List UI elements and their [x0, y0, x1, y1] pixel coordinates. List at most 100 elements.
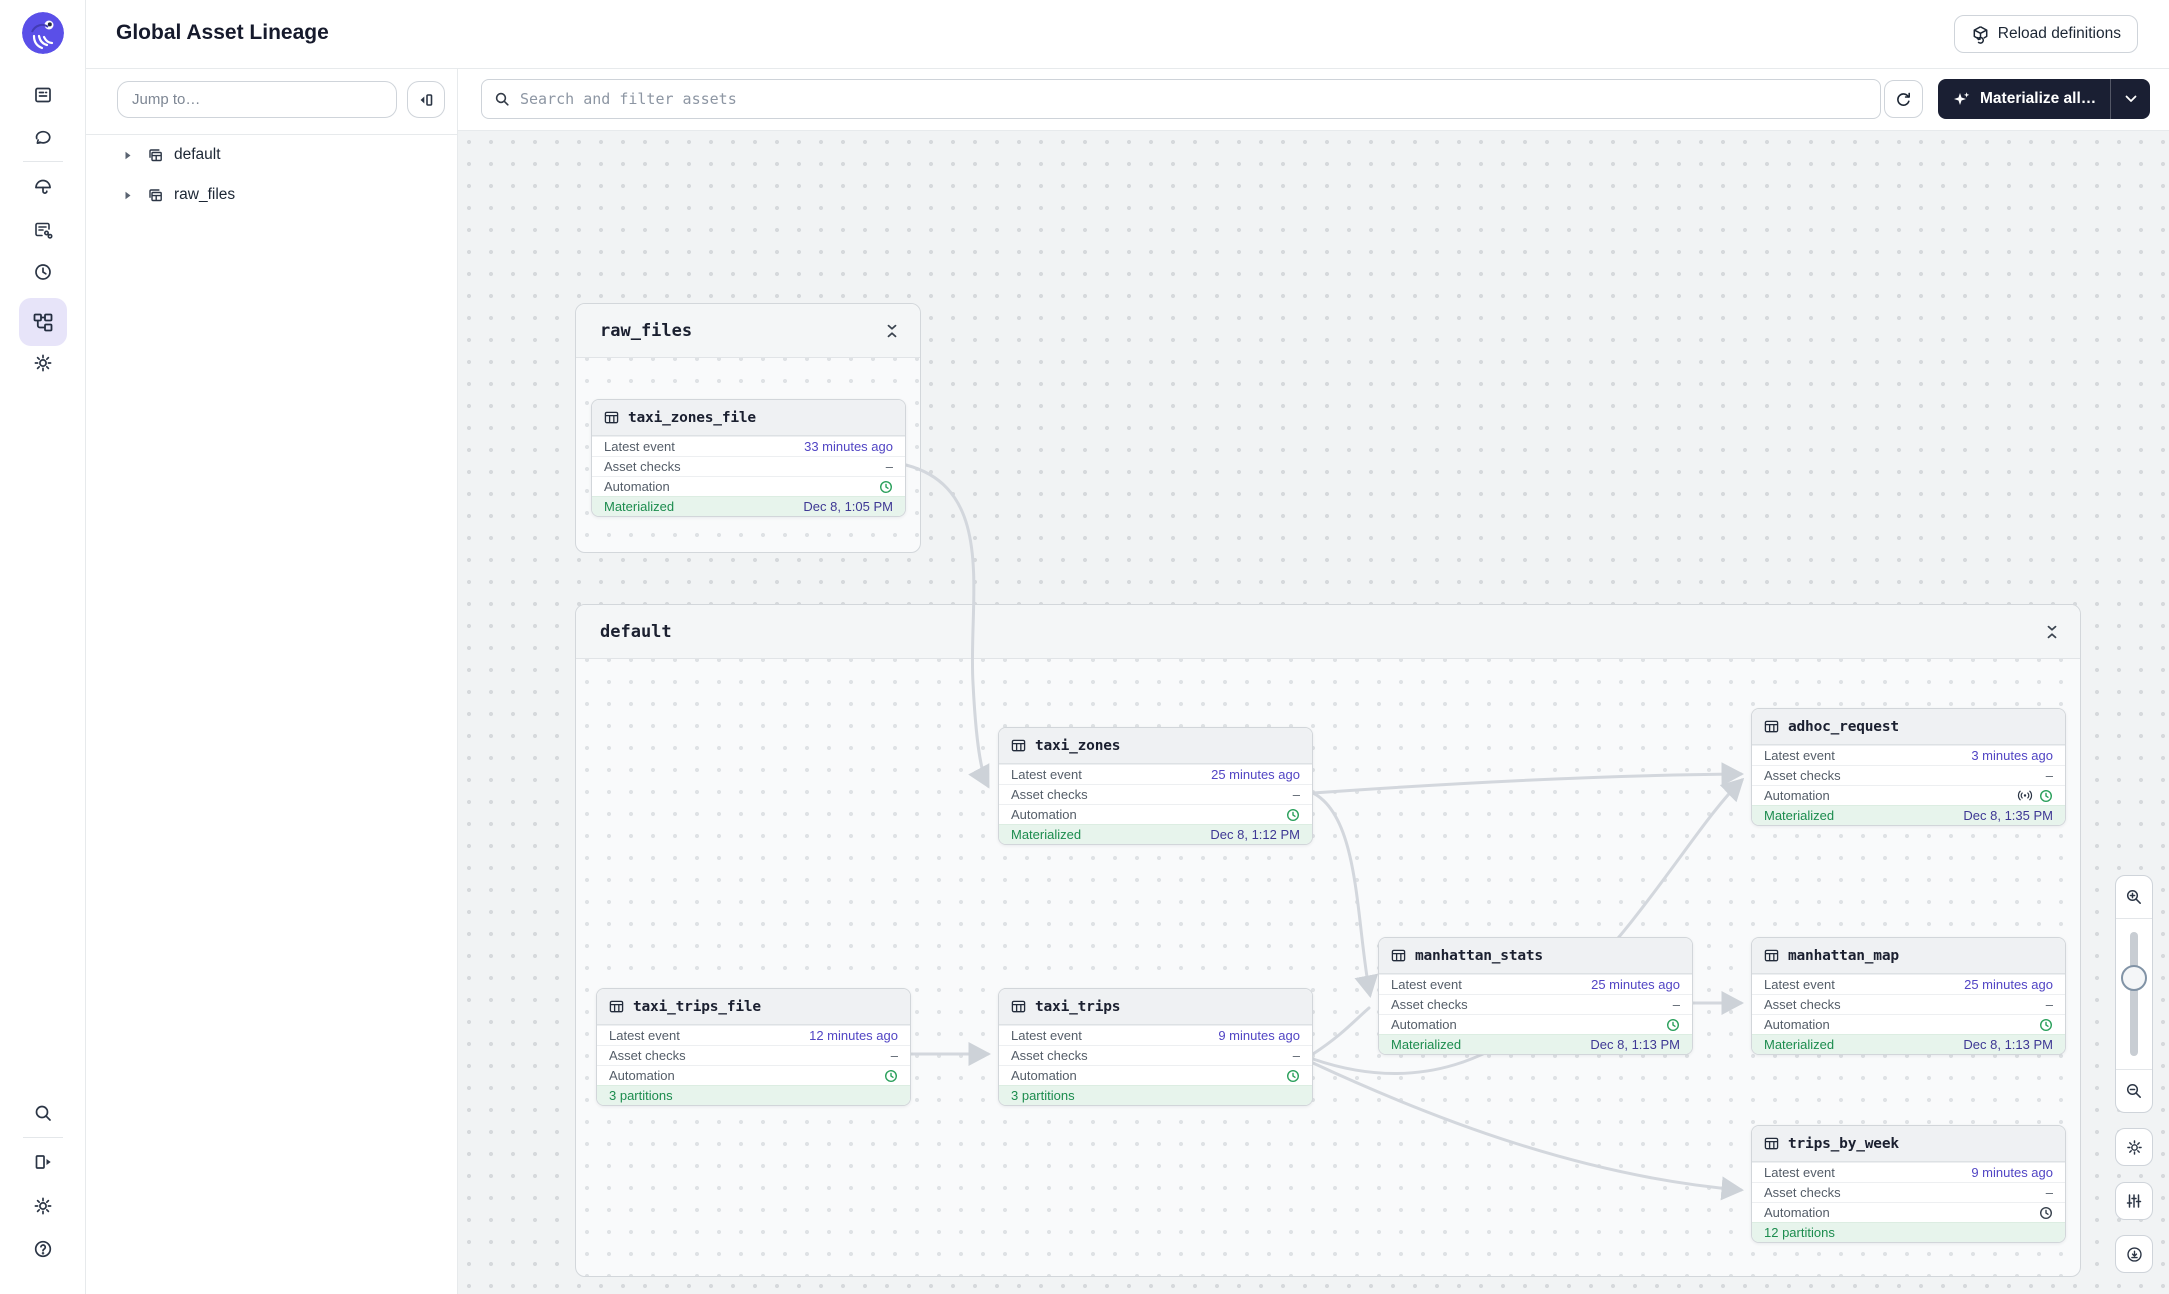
asset-name: taxi_trips_file	[633, 999, 761, 1015]
nav-overview[interactable]	[23, 75, 63, 115]
latest-event-label: Latest event	[1764, 748, 1835, 763]
nav-settings[interactable]	[23, 343, 63, 383]
nav-deployment[interactable]	[23, 167, 63, 207]
automation-label: Automation	[1764, 1205, 1830, 1220]
nav-search[interactable]	[23, 1093, 63, 1133]
materialized-row[interactable]: Materialized Dec 8, 1:35 PM	[1752, 805, 2065, 825]
lineage-toolbar: Materialize all…	[458, 69, 2169, 131]
latest-event-label: Latest event	[1011, 1028, 1082, 1043]
graph-settings-button[interactable]	[2115, 1128, 2153, 1166]
asset-node-taxi-trips-file[interactable]: taxi_trips_file Latest event12 minutes a…	[596, 988, 911, 1106]
collapse-panel-button[interactable]	[407, 81, 445, 118]
table-icon	[1391, 948, 1406, 963]
download-graph-button[interactable]	[2115, 1235, 2153, 1273]
automation-clock-icon[interactable]	[1286, 808, 1300, 822]
asset-node-header: trips_by_week	[1752, 1126, 2065, 1162]
status-label: 3 partitions	[609, 1088, 673, 1103]
status-label: Materialized	[1764, 1037, 1834, 1052]
search-assets-input[interactable]	[481, 79, 1881, 119]
nav-asset-lineage[interactable]	[19, 298, 67, 346]
reload-definitions-button[interactable]: Reload definitions	[1954, 15, 2138, 53]
materialized-row[interactable]: Materialized Dec 8, 1:12 PM	[999, 824, 1312, 844]
zoom-slider-track[interactable]	[2130, 932, 2138, 1056]
overview-icon	[32, 84, 54, 106]
tree-item-label: raw_files	[174, 186, 235, 204]
materialize-all-split-button[interactable]: Materialize all…	[1938, 79, 2150, 119]
nav-jobs[interactable]	[23, 210, 63, 250]
materialized-row[interactable]: Materialized Dec 8, 1:13 PM	[1752, 1034, 2065, 1054]
user-settings-button[interactable]	[23, 1186, 63, 1226]
caret-right-icon[interactable]	[122, 150, 133, 161]
asset-node-manhattan-stats[interactable]: manhattan_stats Latest event25 minutes a…	[1378, 937, 1693, 1055]
asset-checks-value: –	[2046, 997, 2053, 1012]
asset-checks-label: Asset checks	[1764, 1185, 1841, 1200]
latest-event-value[interactable]: 9 minutes ago	[1971, 1165, 2053, 1180]
tree-item-raw-files[interactable]: raw_files	[86, 175, 457, 215]
asset-checks-value: –	[1293, 787, 1300, 802]
latest-event-value[interactable]: 33 minutes ago	[804, 439, 893, 454]
asset-node-header: manhattan_map	[1752, 938, 2065, 974]
materialized-row[interactable]: Materialized Dec 8, 1:13 PM	[1379, 1034, 1692, 1054]
asset-node-taxi-zones[interactable]: taxi_zones Latest event25 minutes ago As…	[998, 727, 1313, 845]
zoom-out-button[interactable]	[2116, 1069, 2152, 1112]
collapse-group-icon[interactable]	[2040, 620, 2064, 644]
collapse-group-icon[interactable]	[880, 319, 904, 343]
tree-item-default[interactable]: default	[86, 135, 457, 175]
asset-node-taxi-trips[interactable]: taxi_trips Latest event9 minutes ago Ass…	[998, 988, 1313, 1106]
automation-clock-icon[interactable]	[2039, 789, 2053, 803]
expand-rail-button[interactable]	[23, 1142, 63, 1182]
asset-node-taxi-zones-file[interactable]: taxi_zones_file Latest event33 minutes a…	[591, 399, 906, 517]
table-icon	[1011, 999, 1026, 1014]
caret-right-icon[interactable]	[122, 190, 133, 201]
materialize-all-button[interactable]: Materialize all…	[1938, 79, 2110, 119]
table-icon	[1011, 738, 1026, 753]
materialize-all-label: Materialize all…	[1980, 90, 2096, 108]
jump-to-input[interactable]	[117, 81, 397, 118]
asset-node-trips-by-week[interactable]: trips_by_week Latest event9 minutes ago …	[1751, 1125, 2066, 1243]
automation-clock-icon[interactable]	[884, 1069, 898, 1083]
status-value: Dec 8, 1:35 PM	[1963, 808, 2053, 823]
asset-node-adhoc-request[interactable]: adhoc_request Latest event3 minutes ago …	[1751, 708, 2066, 826]
umbrella-icon	[32, 176, 54, 198]
automation-clock-icon[interactable]	[879, 480, 893, 494]
nav-schedules[interactable]	[23, 252, 63, 292]
status-label: 12 partitions	[1764, 1225, 1835, 1240]
asset-checks-label: Asset checks	[1764, 997, 1841, 1012]
latest-event-value[interactable]: 12 minutes ago	[809, 1028, 898, 1043]
collapse-panel-icon	[416, 90, 436, 110]
asset-checks-value: –	[1673, 997, 1680, 1012]
latest-event-value[interactable]: 25 minutes ago	[1591, 977, 1680, 992]
lineage-canvas[interactable]: raw_files default	[458, 131, 2169, 1294]
partitions-row[interactable]: 3 partitions	[999, 1085, 1312, 1105]
group-title: raw_files	[600, 321, 692, 341]
graph-filters-button[interactable]	[2115, 1182, 2153, 1220]
sparkle-icon	[1952, 90, 1971, 109]
zoom-in-icon	[2125, 888, 2143, 906]
latest-event-value[interactable]: 3 minutes ago	[1971, 748, 2053, 763]
zoom-in-button[interactable]	[2116, 876, 2152, 919]
latest-event-value[interactable]: 25 minutes ago	[1964, 977, 2053, 992]
latest-event-value[interactable]: 9 minutes ago	[1218, 1028, 1300, 1043]
automation-clock-icon[interactable]	[2039, 1018, 2053, 1032]
latest-event-value[interactable]: 25 minutes ago	[1211, 767, 1300, 782]
materialize-dropdown-button[interactable]	[2110, 79, 2150, 119]
zoom-slider-handle[interactable]	[2121, 965, 2147, 991]
help-button[interactable]	[23, 1229, 63, 1269]
partitions-row[interactable]: 3 partitions	[597, 1085, 910, 1105]
search-icon	[32, 1102, 54, 1124]
materialized-row[interactable]: Materialized Dec 8, 1:05 PM	[592, 496, 905, 516]
nav-runs[interactable]	[23, 117, 63, 157]
sensor-icon[interactable]	[2017, 789, 2033, 802]
partitions-row[interactable]: 12 partitions	[1752, 1222, 2065, 1242]
group-title: default	[600, 622, 672, 642]
asset-node-header: taxi_zones	[999, 728, 1312, 764]
automation-clock-icon[interactable]	[1286, 1069, 1300, 1083]
asset-node-manhattan-map[interactable]: manhattan_map Latest event25 minutes ago…	[1751, 937, 2066, 1055]
job-graph-icon	[32, 219, 54, 241]
asset-explorer-panel: default raw_files	[86, 69, 458, 1294]
dagster-logo[interactable]	[22, 12, 64, 54]
refresh-button[interactable]	[1884, 80, 1923, 118]
group-header: default	[576, 605, 2080, 659]
automation-clock-icon[interactable]	[2039, 1206, 2053, 1220]
automation-clock-icon[interactable]	[1666, 1018, 1680, 1032]
